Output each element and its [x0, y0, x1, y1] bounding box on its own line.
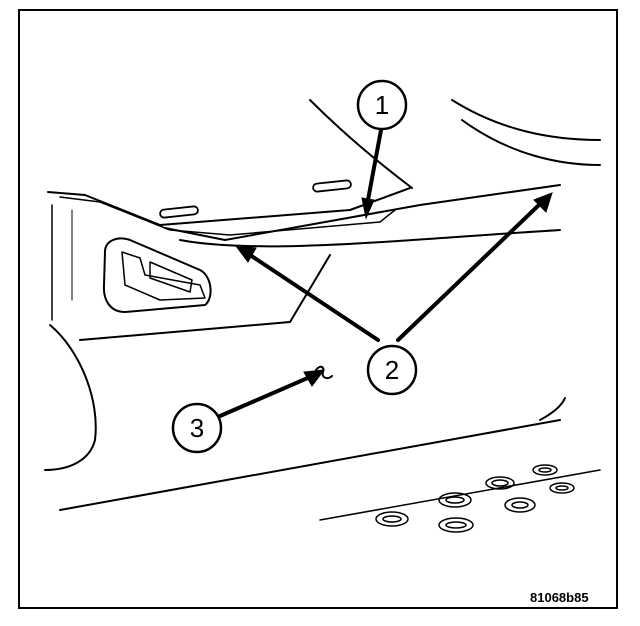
upper-trim-outline: [47, 187, 411, 226]
upper-trim-edge: [164, 184, 561, 241]
leader-1: [366, 128, 383, 202]
arrowhead-2-left: [234, 245, 257, 263]
console-corner: [539, 397, 566, 421]
floor-studs: [375, 464, 575, 533]
lower-trim-curve: [44, 324, 97, 471]
floor-line: [319, 469, 601, 521]
leader-2-right: [396, 202, 542, 342]
leader-3: [218, 375, 312, 418]
vent-slot-left: [159, 205, 199, 219]
lower-trim-top-edge: [79, 254, 331, 341]
handle-lever: [149, 261, 193, 293]
dash-curve-lower: [461, 119, 601, 166]
handle-recess: [121, 251, 206, 301]
upper-trim-lower-edge: [179, 229, 561, 248]
callout-3-circle: [171, 402, 223, 454]
arrowhead-2-right: [533, 192, 553, 213]
callout-3-label: 3: [190, 413, 204, 443]
leader-2-left: [248, 253, 380, 342]
figure-id: 81068b85: [530, 590, 589, 605]
callout-1-label: 1: [375, 90, 389, 120]
callout-2-label: 2: [385, 355, 399, 385]
upper-trim-inner: [59, 196, 396, 236]
dash-curve-upper: [451, 99, 601, 141]
handle-bezel: [102, 237, 212, 313]
arrowhead-3: [303, 369, 326, 387]
a-pillar-line: [309, 99, 413, 189]
arrowhead-1: [361, 197, 375, 220]
callout-2-circle: [366, 344, 418, 396]
console-side: [59, 419, 561, 511]
vent-slot-right: [312, 179, 352, 193]
callout-1-circle: [356, 79, 408, 131]
